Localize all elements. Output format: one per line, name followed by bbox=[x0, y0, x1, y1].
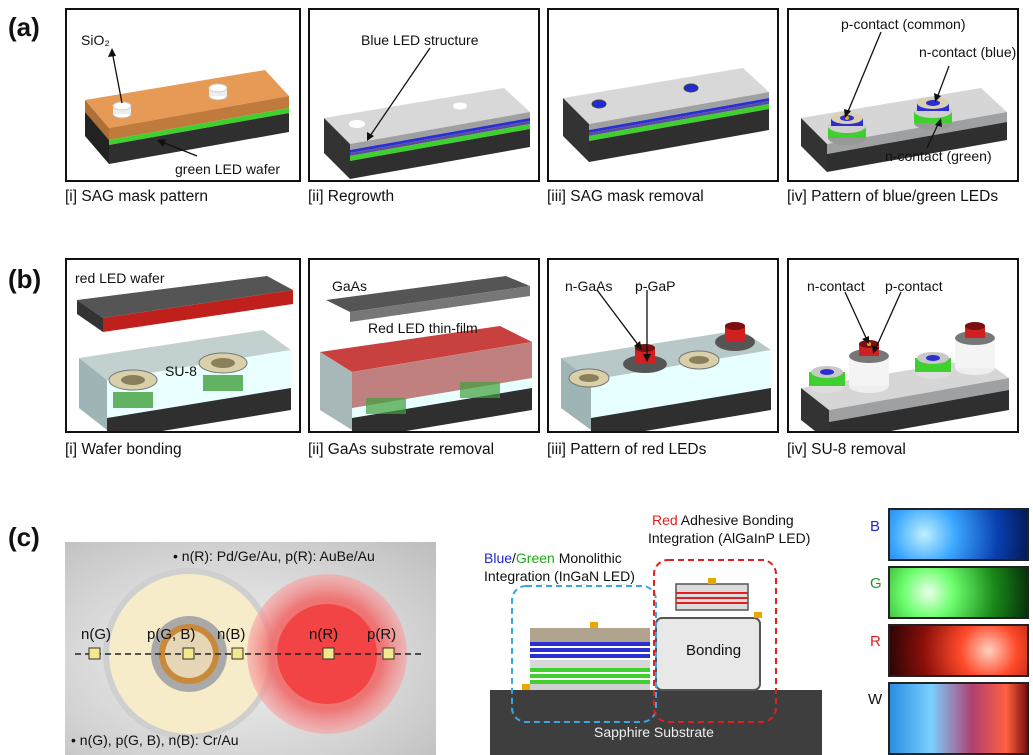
caption-b-iii: [iii] Pattern of red LEDs bbox=[547, 441, 707, 458]
caption-a-i: [i] SAG mask pattern bbox=[65, 188, 208, 205]
label-p-gb: p(G, B) bbox=[147, 626, 196, 643]
photo-red bbox=[888, 624, 1029, 677]
a-iv-illustration bbox=[801, 31, 1007, 172]
red-wafer-label: red LED wafer bbox=[75, 270, 165, 286]
gaas-label: GaAs bbox=[332, 278, 368, 294]
a-i-illustration bbox=[85, 48, 289, 164]
panel-b-iii-box: n-GaAs p-GaP bbox=[547, 258, 779, 433]
cross-section: Blue/Green Monolithic Integration (InGaN… bbox=[470, 502, 822, 755]
panel-c-label: (c) bbox=[8, 522, 40, 552]
p-contact-label: p-contact bbox=[885, 278, 943, 294]
panel-a-label: (a) bbox=[8, 12, 40, 42]
red-word: Red bbox=[652, 512, 678, 528]
blue-structure-label: Blue LED structure bbox=[361, 32, 479, 48]
green-wafer-label: green LED wafer bbox=[175, 161, 281, 177]
red-thin-film-label: Red LED thin-film bbox=[368, 320, 478, 336]
panel-b-ii-box: GaAs Red LED thin-film bbox=[308, 258, 540, 433]
sio2-label: SiO₂ bbox=[81, 32, 110, 48]
b-ii-illustration bbox=[320, 276, 532, 431]
label-n-b: n(B) bbox=[217, 626, 246, 643]
n-gaas-label: n-GaAs bbox=[565, 278, 613, 294]
adh-title: Red Adhesive Bonding bbox=[652, 512, 794, 528]
caption-a-ii: [ii] Regrowth bbox=[308, 188, 395, 205]
panel-a-ii-box: Blue LED structure bbox=[308, 8, 540, 182]
photo-white bbox=[888, 682, 1029, 755]
letter-w: W bbox=[868, 691, 883, 708]
panel-a-iv-box: p-contact (common) n-contact (blue) n-co… bbox=[787, 8, 1019, 182]
mono-line2: Integration (InGaN LED) bbox=[484, 568, 635, 584]
n-contact-blue-label: n-contact (blue) bbox=[919, 44, 1017, 60]
su8-label: SU-8 bbox=[165, 363, 197, 379]
sapphire-label: Sapphire Substrate bbox=[594, 724, 714, 740]
panel-a-i-box: SiO₂ green LED wafer bbox=[65, 8, 301, 182]
top-view-image: • n(R): Pd/Ge/Au, p(R): AuBe/Au n(G) p(G… bbox=[65, 542, 436, 755]
panel-a-iii-box bbox=[547, 8, 779, 182]
b-iv-illustration bbox=[801, 291, 1009, 431]
green-word: Green bbox=[515, 550, 555, 566]
cross-section-svg bbox=[490, 559, 822, 755]
bonding-label: Bonding bbox=[686, 642, 742, 659]
caption-a-iv: [iv] Pattern of blue/green LEDs bbox=[787, 188, 999, 205]
caption-b-iv: [iv] SU-8 removal bbox=[787, 441, 906, 458]
p-gap-label: p-GaP bbox=[635, 278, 676, 294]
letter-r: R bbox=[870, 633, 881, 650]
blue-word: Blue bbox=[484, 550, 513, 566]
slash-char: / bbox=[512, 550, 516, 566]
panel-b-label: (b) bbox=[8, 264, 42, 294]
note-bottom: • n(G), p(G, B), n(B): Cr/Au bbox=[71, 732, 239, 748]
photo-green bbox=[888, 566, 1029, 619]
photo-column: B G R W bbox=[862, 508, 1033, 755]
b-iii-illustration bbox=[561, 289, 771, 431]
panel-b-iv-box: n-contact p-contact bbox=[787, 258, 1019, 433]
label-n-g: n(G) bbox=[81, 626, 111, 643]
a-iii-illustration bbox=[563, 68, 769, 162]
b-i-illustration bbox=[77, 276, 293, 431]
caption-b-i: [i] Wafer bonding bbox=[65, 441, 182, 458]
top-view-svg bbox=[75, 568, 425, 740]
caption-b-ii: [ii] GaAs substrate removal bbox=[308, 441, 495, 458]
label-p-r: p(R) bbox=[367, 626, 397, 643]
adh-line2: Integration (AlGaInP LED) bbox=[648, 530, 811, 546]
letter-b: B bbox=[870, 518, 881, 535]
mono-rest: Monolithic bbox=[554, 550, 622, 566]
caption-a-iii: [iii] SAG mask removal bbox=[547, 188, 704, 205]
label-n-r: n(R) bbox=[309, 626, 339, 643]
letter-g: G bbox=[870, 575, 882, 592]
photo-blue bbox=[888, 508, 1029, 561]
mono-title: Blue/Green Monolithic bbox=[484, 550, 622, 566]
p-contact-common-label: p-contact (common) bbox=[841, 16, 966, 32]
a-ii-illustration bbox=[324, 47, 530, 179]
panel-b-i-box: red LED wafer SU-8 bbox=[65, 258, 301, 433]
note-top: • n(R): Pd/Ge/Au, p(R): AuBe/Au bbox=[173, 548, 375, 564]
n-contact-label: n-contact bbox=[807, 278, 865, 294]
n-contact-green-label: n-contact (green) bbox=[885, 148, 992, 164]
adh-rest: Adhesive Bonding bbox=[677, 512, 794, 528]
